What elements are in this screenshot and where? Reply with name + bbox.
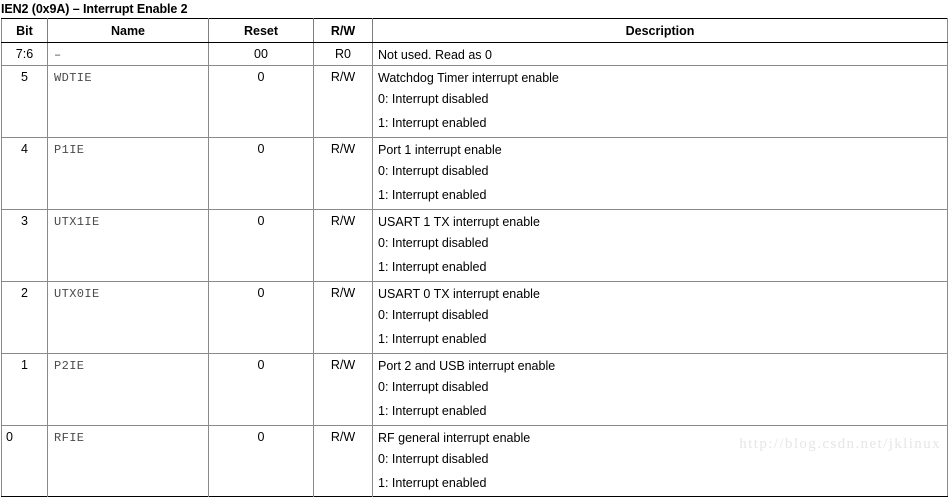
- cell-reset: 0: [208, 137, 314, 210]
- description-line: 1: Interrupt enabled: [378, 260, 487, 274]
- cell-rw: R/W: [313, 281, 373, 354]
- description-line: Not used. Read as 0: [378, 48, 492, 62]
- cell-name: WDTIE: [47, 65, 209, 138]
- cell-reset: 00: [208, 42, 314, 66]
- description-line: 0: Interrupt disabled: [378, 92, 489, 106]
- cell-reset: 0: [208, 353, 314, 426]
- cell-rw: R/W: [313, 353, 373, 426]
- cell-bit: 5: [1, 65, 48, 138]
- description-line: 0: Interrupt disabled: [378, 452, 489, 466]
- description-line: 1: Interrupt enabled: [378, 476, 487, 490]
- description-line: 0: Interrupt disabled: [378, 236, 489, 250]
- column-header-description: Description: [372, 18, 948, 43]
- table-header-row: Bit Name Reset R/W Description: [1, 18, 948, 43]
- description-line: USART 1 TX interrupt enable: [378, 215, 540, 229]
- cell-name: –: [47, 42, 209, 66]
- description-line: Watchdog Timer interrupt enable: [378, 71, 559, 85]
- description-line: 1: Interrupt enabled: [378, 332, 487, 346]
- cell-reset: 0: [208, 281, 314, 354]
- description-line: 0: Interrupt disabled: [378, 380, 489, 394]
- column-header-rw: R/W: [313, 18, 373, 43]
- cell-description: Port 2 and USB interrupt enable 0: Interr…: [372, 353, 948, 426]
- cell-description: USART 0 TX interrupt enable 0: Interrupt …: [372, 281, 948, 354]
- cell-description: Not used. Read as 0: [372, 42, 948, 66]
- cell-reset: 0: [208, 425, 314, 497]
- column-header-reset: Reset: [208, 18, 314, 43]
- cell-name: UTX0IE: [47, 281, 209, 354]
- cell-description: Port 1 interrupt enable 0: Interrupt disa…: [372, 137, 948, 210]
- cell-bit: 2: [1, 281, 48, 354]
- cell-name: UTX1IE: [47, 209, 209, 282]
- column-header-name: Name: [47, 18, 209, 43]
- cell-name: P2IE: [47, 353, 209, 426]
- table-header: Bit Name Reset R/W Description: [1, 18, 948, 43]
- description-line: 0: Interrupt disabled: [378, 164, 489, 178]
- description-line: Port 2 and USB interrupt enable: [378, 359, 556, 373]
- cell-bit: 7:6: [1, 42, 48, 66]
- cell-rw: R/W: [313, 425, 373, 497]
- description-line: 1: Interrupt enabled: [378, 404, 487, 418]
- cell-bit: 0: [1, 425, 48, 497]
- description-line: 0: Interrupt disabled: [378, 308, 489, 322]
- cell-reset: 0: [208, 65, 314, 138]
- cell-bit: 4: [1, 137, 48, 210]
- cell-description: RF general interrupt enable 0: Interrupt …: [373, 426, 948, 497]
- cell-description: USART 1 TX interrupt enable 0: Interrupt …: [372, 209, 948, 282]
- description-line: 1: Interrupt enabled: [378, 188, 487, 202]
- cell-bit: 3: [1, 209, 48, 282]
- cell-reset: 0: [208, 209, 314, 282]
- description-line: RF general interrupt enable: [378, 431, 531, 445]
- column-header-bit: Bit: [1, 18, 48, 43]
- cell-rw: R/W: [313, 209, 373, 282]
- cell-bit: 1: [1, 353, 48, 426]
- cell-rw: R0: [313, 42, 373, 66]
- cell-name: RFIE: [47, 425, 209, 497]
- cell-rw: R/W: [313, 137, 373, 210]
- cell-name: P1IE: [47, 137, 209, 210]
- description-line: USART 0 TX interrupt enable: [378, 287, 540, 301]
- description-line: 1: Interrupt enabled: [378, 116, 487, 130]
- cell-description: Watchdog Timer interrupt enable 0: Interr…: [372, 65, 948, 138]
- description-line: Port 1 interrupt enable: [378, 143, 502, 157]
- cell-rw: R/W: [313, 65, 373, 138]
- register-title: IEN2 (0x9A) – Interrupt Enable 2: [1, 2, 188, 16]
